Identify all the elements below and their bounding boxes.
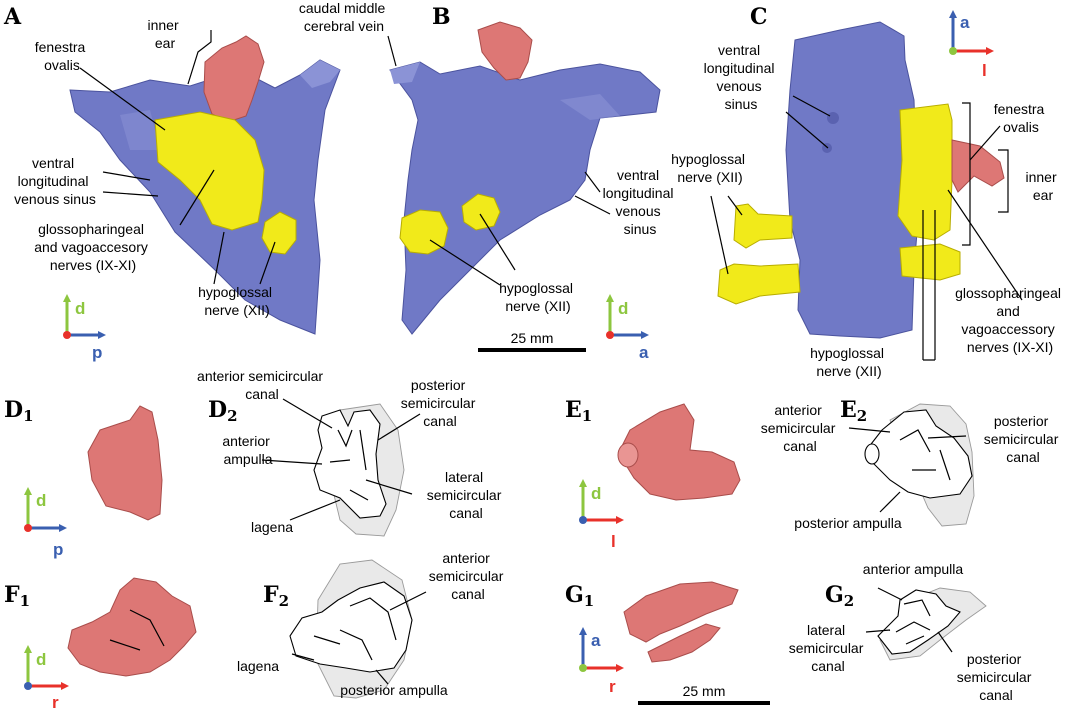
axis-indicator-g1: a r	[579, 631, 620, 696]
inner-ear-shape-e1	[622, 404, 740, 500]
panel-e1: E1 d l	[565, 397, 740, 551]
label-lagena-d2: lagena	[251, 519, 293, 535]
label-posterior-canal-e2: posterior semicircular canal	[984, 413, 1063, 465]
label-lateral-canal-g2: lateral semicircular canal	[789, 622, 868, 674]
panel-f1: F1 d r	[4, 578, 196, 712]
panel-label-a: A	[3, 4, 22, 30]
inner-ear-shape-d1	[88, 406, 162, 520]
axis-d-f1: d	[36, 650, 46, 669]
scale-label-b: 25 mm	[511, 330, 554, 346]
axis-a-c: a	[960, 13, 970, 32]
panel-b: B caudal middle cerebral vein ventral lo…	[299, 0, 678, 362]
panel-d1: D1 d p	[4, 397, 162, 559]
label-posterior-canal-g2: posterior semicircular canal	[957, 651, 1036, 703]
inner-ear-shape-g1	[624, 582, 738, 642]
label-posterior-ampulla-e2: posterior ampulla	[794, 515, 902, 531]
axis-l-c: l	[982, 61, 987, 80]
axis-a-b: a	[639, 343, 649, 362]
axis-indicator-a: d p	[63, 298, 102, 362]
hypoglossal-bottom-c	[718, 264, 800, 304]
label-anterior-ampulla-d2: anterior ampulla	[222, 433, 273, 467]
label-ventral-sinus-a: ventral longitudinal venous sinus	[14, 155, 96, 207]
label-glosso-c: glossopharingeal and vagoaccessory nerve…	[955, 285, 1065, 355]
axis-l-e1: l	[611, 532, 616, 551]
panel-g2: G2 anterior ampulla lateral semicircular…	[789, 561, 1036, 703]
nerve-block-c	[898, 104, 952, 240]
label-fenestra-ovalis-a: fenestra ovalis	[35, 39, 89, 73]
label-posterior-ampulla-f2: posterior ampulla	[340, 682, 448, 698]
label-glosso-a: glossopharingeal and vagoaccesory nerves…	[34, 221, 152, 273]
panel-label-d1: D1	[4, 397, 34, 425]
label-caudal-vein-b: caudal middle cerebral vein	[299, 0, 389, 34]
scale-label-g: 25 mm	[683, 683, 726, 699]
label-anterior-canal-f2: anterior semicircular canal	[429, 550, 508, 602]
panel-c: C ventral longitudinal venous sinus fene…	[671, 4, 1065, 379]
label-posterior-canal-d2: posterior semicircular canal	[401, 377, 480, 429]
axis-indicator-b: d a	[606, 298, 649, 362]
axis-d-e1: d	[591, 484, 601, 503]
panel-label-d2: D2	[208, 397, 238, 425]
venous-sinus-shape-c	[786, 22, 918, 338]
inner-ear-shape-c	[952, 140, 1004, 192]
axis-p-a: p	[92, 343, 102, 362]
inner-ear-sketch-d2	[314, 410, 386, 518]
axis-indicator-c: a l	[949, 13, 990, 80]
hypoglossal-top-c	[734, 204, 792, 248]
label-anterior-canal-e2: anterior semicircular canal	[761, 402, 840, 454]
label-hypoglossal-bottom-c: hypoglossal nerve (XII)	[810, 345, 888, 379]
inner-ear-shape-f1	[68, 578, 196, 676]
panel-label-f1: F1	[4, 582, 30, 610]
panel-f2: F2 anterior semicircular canal lagena po…	[237, 550, 507, 698]
axis-d-d1: d	[36, 491, 46, 510]
axis-d-b: d	[618, 299, 628, 318]
axis-p-d1: p	[53, 540, 63, 559]
axis-indicator-e1: d l	[579, 483, 620, 551]
panel-label-f2: F2	[263, 582, 289, 610]
nerve-lower-c	[900, 244, 960, 280]
label-hypoglossal-left-c: hypoglossal nerve (XII)	[671, 151, 749, 185]
panel-label-g1: G1	[565, 582, 594, 610]
panel-label-e2: E2	[840, 397, 867, 425]
axis-a-g1: a	[591, 631, 601, 650]
label-fenestra-ovalis-c: fenestra ovalis	[994, 101, 1048, 135]
panel-g1: G1 a r 25 mm	[565, 582, 770, 703]
axis-d-a: d	[75, 299, 85, 318]
panel-e2: E2 anterior semicircular canal posterior…	[761, 397, 1063, 531]
label-inner-ear-a: inner ear	[147, 17, 182, 51]
label-ventral-sinus-c: ventral longitudinal venous sinus	[704, 42, 779, 112]
panel-label-e1: E1	[565, 397, 592, 425]
label-inner-ear-c: inner ear	[1025, 169, 1060, 203]
panel-label-g2: G2	[825, 582, 854, 610]
label-ventral-sinus-b: ventral longitudinal venous sinus	[603, 167, 678, 237]
label-anterior-ampulla-g2: anterior ampulla	[863, 561, 964, 577]
panel-a: A inner ear fenestra ovalis ventral long…	[3, 4, 340, 362]
scale-bar-b: 25 mm	[478, 330, 586, 350]
label-hypoglossal-b: hypoglossal nerve (XII)	[499, 280, 577, 314]
label-lateral-canal-d2: lateral semicircular canal	[427, 469, 506, 521]
panel-label-b: B	[432, 4, 451, 30]
axis-indicator-d1: d p	[24, 491, 63, 559]
panel-d2: D2 anterior semicircular canal posterior…	[197, 368, 505, 536]
axis-r-f1: r	[52, 693, 59, 712]
scale-bar-g: 25 mm	[638, 683, 770, 703]
panel-label-c: C	[750, 4, 768, 30]
axis-r-g1: r	[609, 677, 616, 696]
label-lagena-f2: lagena	[237, 658, 279, 674]
axis-indicator-f1: d r	[24, 649, 65, 712]
